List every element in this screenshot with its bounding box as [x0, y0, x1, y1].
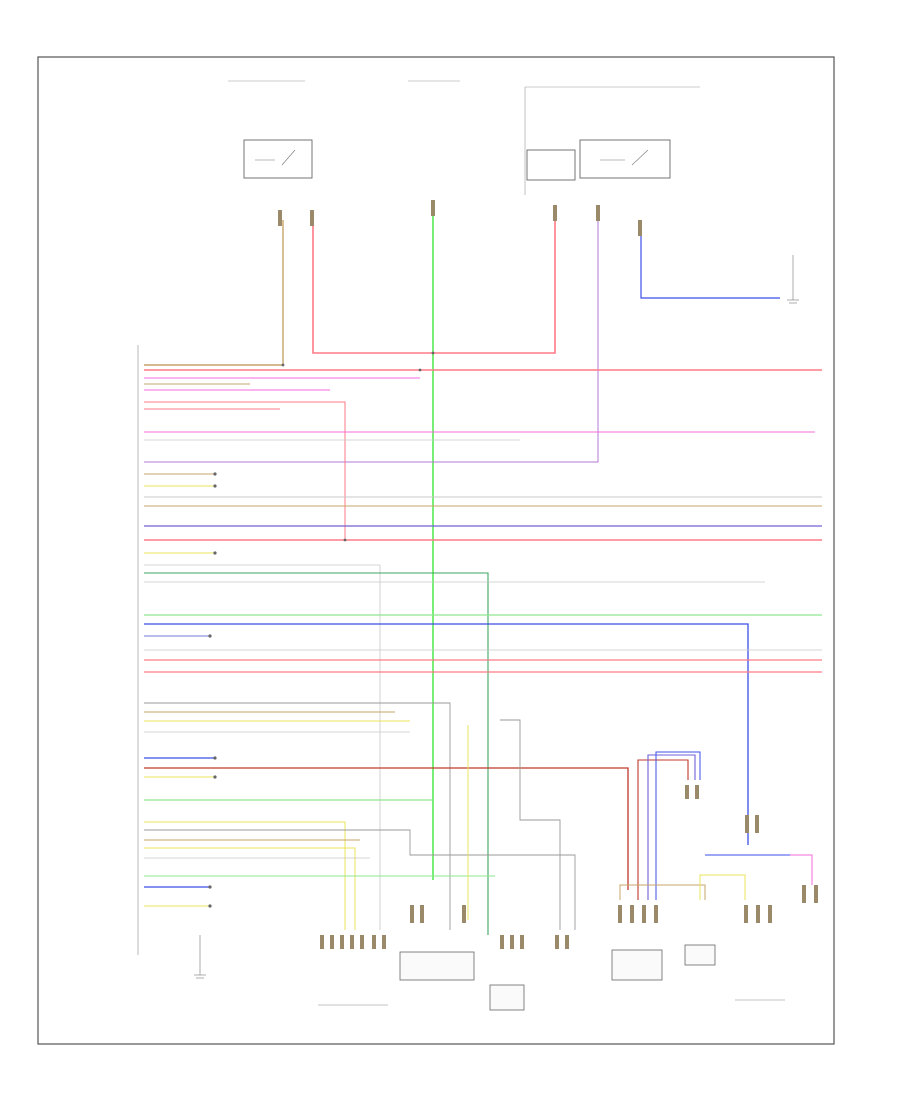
- bottom-components: [318, 944, 785, 1011]
- vertical-wires-top: [144, 210, 780, 880]
- connector-icon: [278, 200, 818, 949]
- diagram-frame: [37, 56, 835, 1045]
- ground-icon-bottom: [194, 935, 206, 979]
- ground-icon: [787, 255, 799, 304]
- component-box-1: [399, 951, 475, 981]
- relay-box-right: [526, 139, 671, 181]
- component-box-4: [684, 944, 716, 966]
- top-power-feeds: [228, 80, 700, 195]
- horizontal-wires: [144, 369, 822, 935]
- right-component-wires: [467, 719, 813, 930]
- component-box-3: [611, 949, 663, 981]
- component-box-2: [489, 984, 525, 1011]
- relay-box-left: [243, 139, 313, 179]
- splice-dots: [208, 351, 435, 908]
